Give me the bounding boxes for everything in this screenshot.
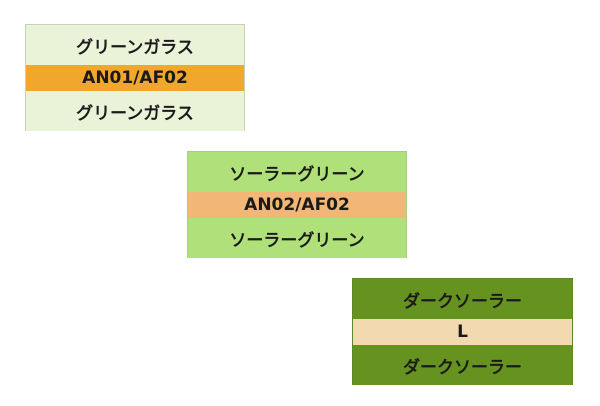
top-glass-layer: グリーンガラス <box>26 25 244 65</box>
top-glass-layer: ソーラーグリーン <box>188 152 406 192</box>
glass-stack-dark-solar: ダークソーラー L ダークソーラー <box>352 278 573 385</box>
film-layer: L <box>353 319 572 345</box>
bottom-glass-layer: ソーラーグリーン <box>188 218 406 258</box>
glass-stack-green: グリーンガラス AN01/AF02 グリーンガラス <box>25 24 245 131</box>
film-layer: AN01/AF02 <box>26 65 244 91</box>
bottom-glass-layer: ダークソーラー <box>353 345 572 385</box>
bottom-glass-layer: グリーンガラス <box>26 91 244 131</box>
top-glass-layer: ダークソーラー <box>353 279 572 319</box>
film-layer: AN02/AF02 <box>188 192 406 218</box>
glass-stack-solar-green: ソーラーグリーン AN02/AF02 ソーラーグリーン <box>187 151 407 258</box>
